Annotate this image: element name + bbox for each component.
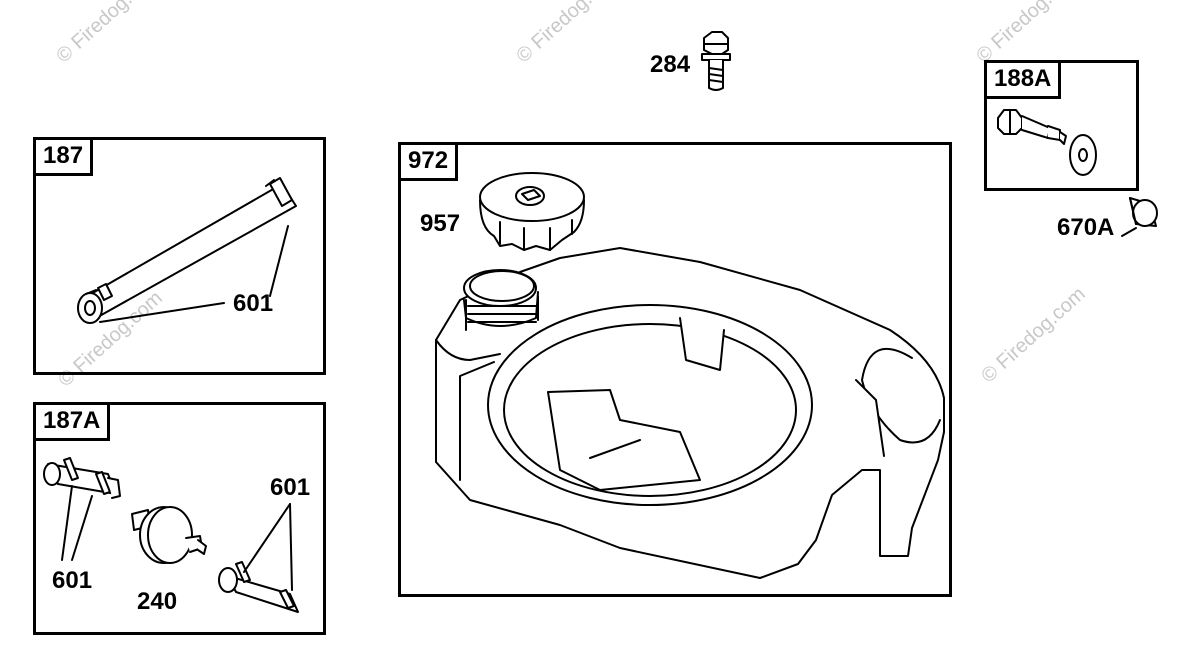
- box-label-187a: 187A: [36, 405, 111, 441]
- callout-601: 601: [233, 290, 274, 317]
- callout-957: 957: [420, 210, 461, 237]
- fuel-line-187-drawing: [77, 177, 297, 324]
- callout-601: 601: [270, 474, 311, 501]
- bolt-188a-drawing: [997, 109, 1097, 176]
- bolt-284-drawing: [701, 31, 731, 91]
- spacer-670a-drawing: [1121, 197, 1158, 237]
- fuel-line-187a-right-drawing: [218, 503, 299, 613]
- box-972: 972: [398, 142, 952, 597]
- box-187a: 187A: [33, 402, 326, 635]
- fuel-cap-957-drawing: [479, 172, 585, 251]
- box-label-187: 187: [36, 140, 94, 176]
- box-187: 187: [33, 137, 326, 375]
- box-label-972: 972: [401, 145, 459, 181]
- callout-240: 240: [137, 588, 178, 615]
- box-label-188a: 188A: [987, 63, 1062, 99]
- fuel-line-187a-left-drawing: [43, 457, 121, 561]
- box-188a: 188A: [984, 60, 1139, 191]
- fuel-tank-972-drawing: [435, 247, 945, 579]
- callout-284: 284: [650, 51, 691, 78]
- callout-670a: 670A: [1057, 214, 1115, 241]
- callout-601: 601: [52, 567, 93, 594]
- fuel-filter-240-drawing: [131, 506, 207, 564]
